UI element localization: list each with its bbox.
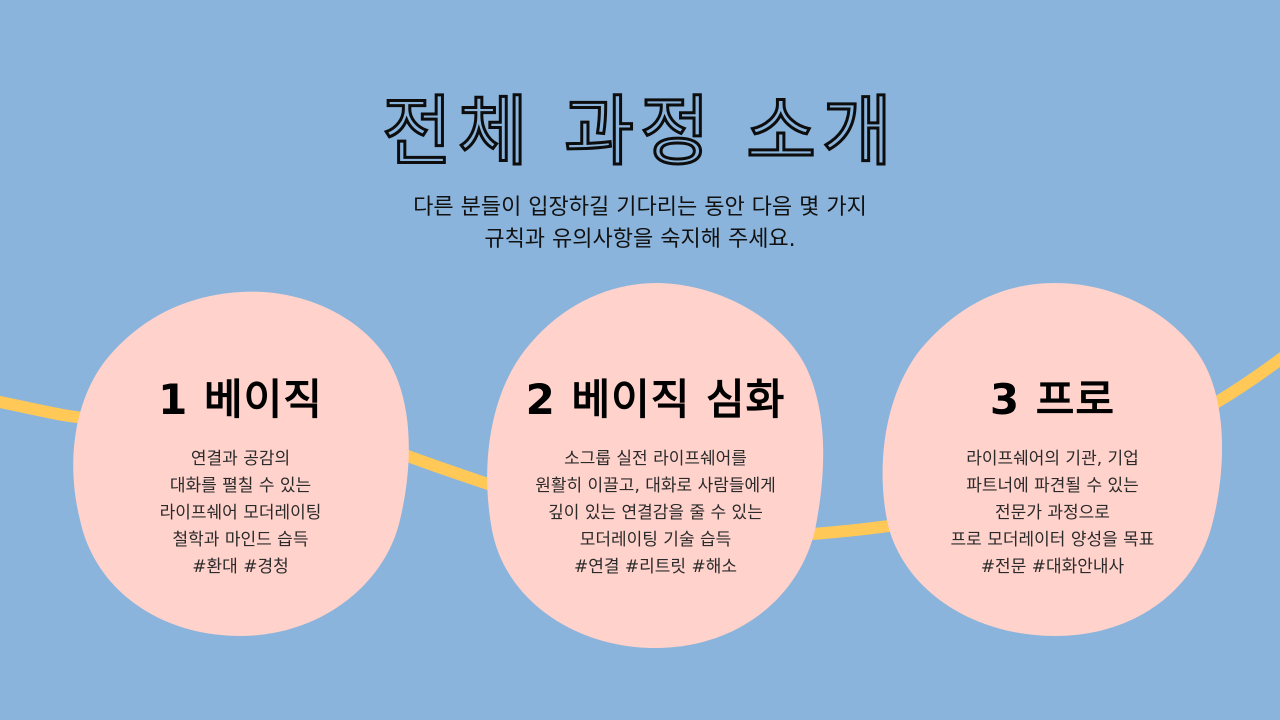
course-description: 연결과 공감의 대화를 펼칠 수 있는 라이프쉐어 모더레이팅 철학과 마인드 … xyxy=(73,446,408,581)
description-line: 모더레이팅 기술 습득 xyxy=(579,530,732,550)
description-line: 연결과 공감의 xyxy=(190,449,291,469)
description-line: 프로 모더레이터 양성을 목표 xyxy=(950,530,1155,550)
course-heading: 1 베이직 xyxy=(158,375,323,424)
course-description: 소그룹 실전 라이프쉐어를 원활히 이끌고, 대화로 사람들에게 깊이 있는 연… xyxy=(487,446,824,581)
description-line: 깊이 있는 연결감을 줄 수 있는 xyxy=(548,503,763,523)
course-heading: 3 프로 xyxy=(989,375,1116,424)
description-line: 전문가 과정으로 xyxy=(995,503,1110,523)
hashtags: #환대 #경청 xyxy=(192,557,289,577)
description-line: 대화를 펼칠 수 있는 xyxy=(169,476,312,496)
page-title: 전체 과정 소개 xyxy=(381,86,898,178)
course-card-basic: 1 베이직 연결과 공감의 대화를 펼칠 수 있는 라이프쉐어 모더레이팅 철학… xyxy=(73,374,408,581)
description-line: 소그룹 실전 라이프쉐어를 xyxy=(564,449,747,469)
course-description: 라이프쉐어의 기관, 기업 파트너에 파견될 수 있는 전문가 과정으로 프로 … xyxy=(880,446,1225,581)
course-card-pro: 3 프로 라이프쉐어의 기관, 기업 파트너에 파견될 수 있는 전문가 과정으… xyxy=(880,374,1225,581)
subtitle: 다른 분들이 입장하길 기다리는 동안 다음 몇 가지 규칙과 유의사항을 숙지… xyxy=(0,192,1280,256)
hashtags: #연결 #리트릿 #해소 xyxy=(573,557,738,577)
description-line: 원활히 이끌고, 대화로 사람들에게 xyxy=(535,476,776,496)
blob-2 xyxy=(487,282,824,648)
course-heading: 2 베이직 심화 xyxy=(525,375,786,424)
hashtags: #전문 #대화안내사 xyxy=(980,557,1125,577)
subtitle-line: 규칙과 유의사항을 숙지해 주세요. xyxy=(484,227,796,252)
description-line: 라이프쉐어 모더레이팅 xyxy=(159,503,322,523)
description-line: 라이프쉐어의 기관, 기업 xyxy=(966,449,1139,469)
subtitle-line: 다른 분들이 입장하길 기다리는 동안 다음 몇 가지 xyxy=(413,195,867,220)
blob-3 xyxy=(882,283,1223,636)
blob-1 xyxy=(73,291,409,636)
description-line: 파트너에 파견될 수 있는 xyxy=(966,476,1139,496)
course-card-basic-advanced: 2 베이직 심화 소그룹 실전 라이프쉐어를 원활히 이끌고, 대화로 사람들에… xyxy=(487,374,824,581)
description-line: 철학과 마인드 습득 xyxy=(172,530,309,550)
